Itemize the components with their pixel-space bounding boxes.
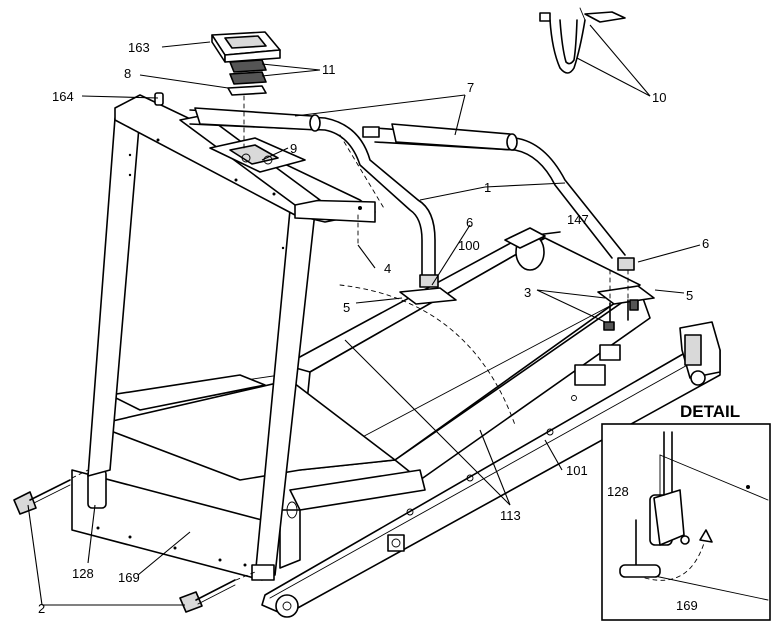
upright-frame <box>87 92 376 581</box>
callout-6b: 6 <box>702 236 709 251</box>
callout-labels: 163 8 11 164 7 9 10 1 147 6 100 6 4 3 5 … <box>38 40 740 616</box>
callout-5b: 5 <box>686 288 693 303</box>
deck-and-belt <box>71 227 651 581</box>
callout-9: 9 <box>290 141 297 156</box>
leveling-bolts <box>13 469 256 613</box>
detail-title: DETAIL <box>680 402 740 421</box>
callout-1: 1 <box>484 180 491 195</box>
callout-163: 163 <box>128 40 150 55</box>
assembly-lines <box>339 134 629 301</box>
callout-11: 11 <box>322 62 336 77</box>
base-frame <box>261 321 721 618</box>
callout-2: 2 <box>38 601 45 616</box>
callout-7: 7 <box>467 80 474 95</box>
callout-10: 10 <box>652 90 666 105</box>
callout-4: 4 <box>384 261 391 276</box>
callout-169: 169 <box>118 570 140 585</box>
leader-lines <box>27 24 701 606</box>
detail-callout-128: 128 <box>607 484 629 499</box>
callout-8: 8 <box>124 66 131 81</box>
console-parts <box>211 31 281 151</box>
safety-key <box>539 7 626 74</box>
detail-inset <box>601 423 771 621</box>
callout-147: 147 <box>567 212 589 227</box>
callout-6a: 6 <box>466 215 473 230</box>
callout-100: 100 <box>458 238 480 253</box>
callout-3: 3 <box>524 285 531 300</box>
callout-164: 164 <box>52 89 74 104</box>
handrails <box>189 107 655 331</box>
callout-113: 113 <box>500 508 521 523</box>
callout-128: 128 <box>72 566 94 581</box>
callout-101: 101 <box>566 463 588 478</box>
detail-callout-169: 169 <box>676 598 698 613</box>
detail-frame <box>601 423 771 621</box>
callout-5a: 5 <box>343 300 350 315</box>
